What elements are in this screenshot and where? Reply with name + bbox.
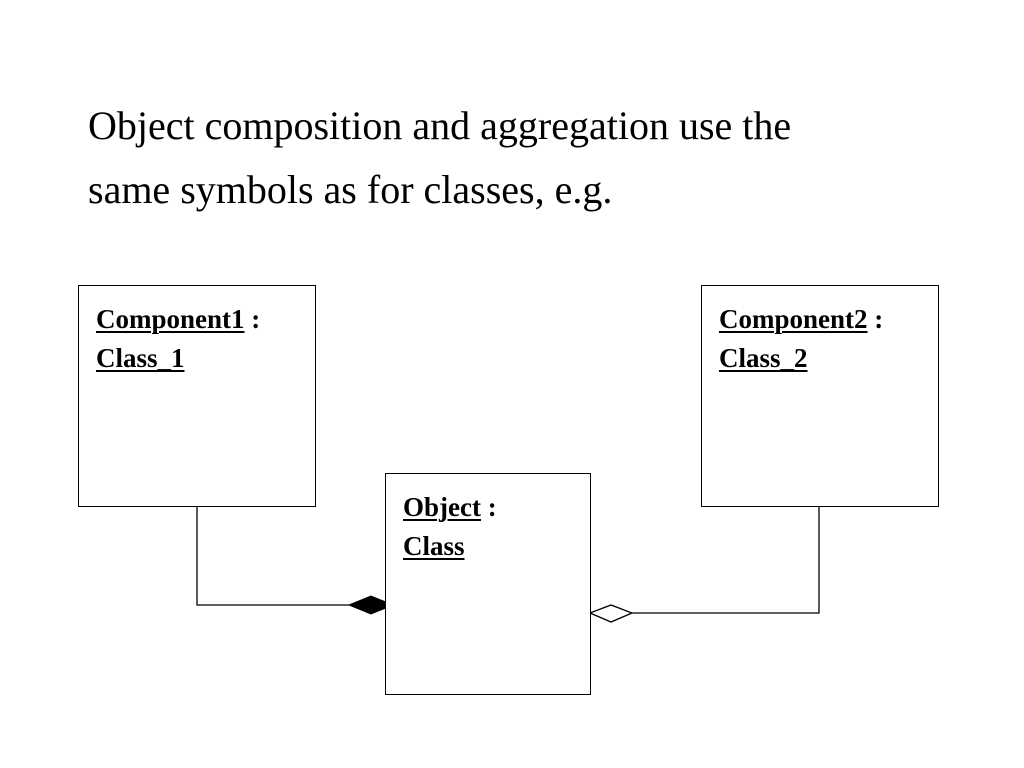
- aggregation-diamond-icon: [588, 604, 634, 623]
- component1-name: Component1: [96, 304, 245, 334]
- object-separator: :: [480, 492, 497, 522]
- heading-line-2: same symbols as for classes, e.g.: [88, 167, 613, 212]
- component2-separator: :: [867, 304, 884, 334]
- slide-heading: Object composition and aggregation use t…: [88, 94, 968, 222]
- composition-link: [196, 505, 349, 606]
- component1-object-box[interactable]: Component1 : Class_1: [78, 285, 316, 507]
- object-object-box[interactable]: Object : Class: [385, 473, 591, 695]
- component2-label: Component2 : Class_2: [719, 300, 883, 378]
- component2-class: Class_2: [719, 343, 808, 373]
- heading-line-1: Object composition and aggregation use t…: [88, 103, 792, 148]
- object-name: Object: [403, 492, 481, 522]
- component1-label: Component1 : Class_1: [96, 300, 260, 378]
- component1-separator: :: [244, 304, 261, 334]
- object-class: Class: [403, 531, 465, 561]
- aggregation-link: [632, 505, 820, 614]
- object-label: Object : Class: [403, 488, 497, 566]
- component1-class: Class_1: [96, 343, 185, 373]
- component2-object-box[interactable]: Component2 : Class_2: [701, 285, 939, 507]
- component2-name: Component2: [719, 304, 868, 334]
